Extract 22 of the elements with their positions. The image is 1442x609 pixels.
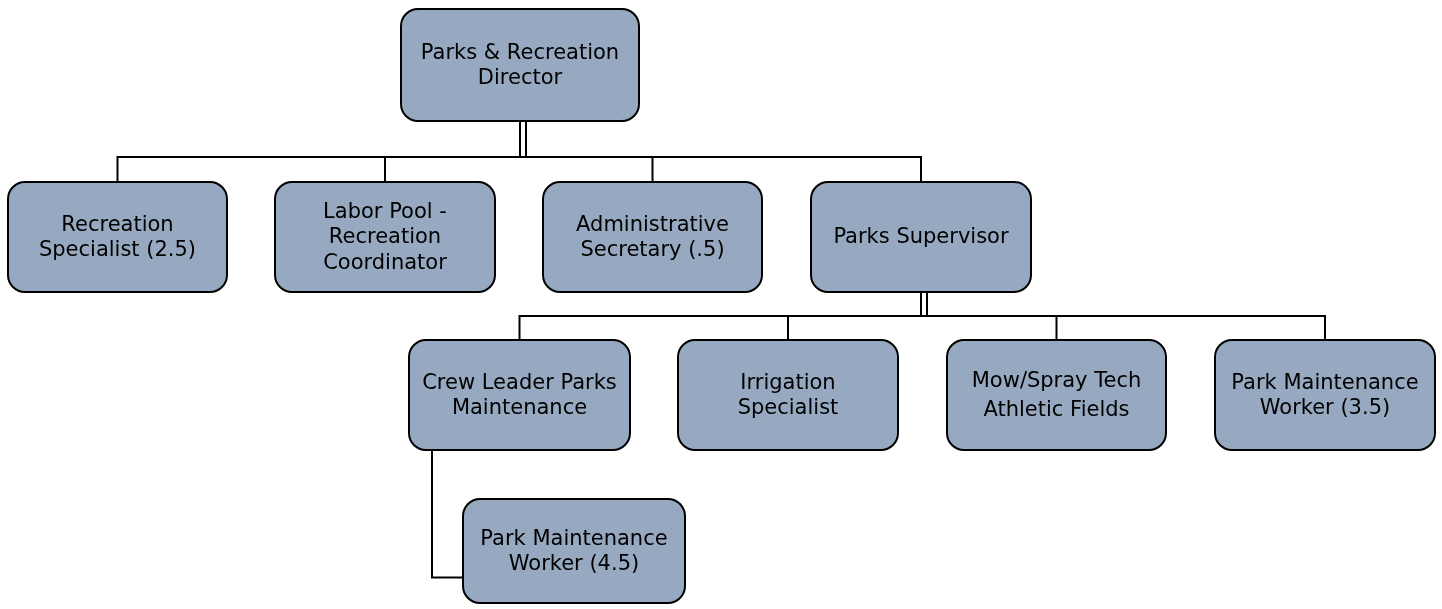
position-box [462,498,686,604]
position-box [810,181,1032,293]
position-title: Irrigation Specialist [736,369,840,421]
position-box [677,339,899,451]
position-box [946,339,1167,451]
position-title: Parks & Recreation Director [419,39,621,91]
position-box [542,181,763,293]
position-box [1214,339,1436,451]
position-box [408,339,631,451]
position-title: Recreation Specialist (2.5) [37,211,198,263]
position-box [274,181,496,293]
position-title: Parks Supervisor [833,224,1009,250]
position-title: Mow/Spray Tech [971,367,1142,393]
position-title: Crew Leader Parks Maintenance [421,369,618,421]
position-box [7,181,228,293]
position-title: Athletic Fields [983,397,1130,423]
position-title: Park Maintenance Worker (4.5) [479,525,669,577]
position-box [400,8,640,122]
position-title: Labor Pool - Recreation Coordinator [322,199,448,275]
connector-line [431,450,463,579]
position-title: Administrative Secretary (.5) [575,211,730,263]
position-title: Park Maintenance Worker (3.5) [1230,369,1420,421]
